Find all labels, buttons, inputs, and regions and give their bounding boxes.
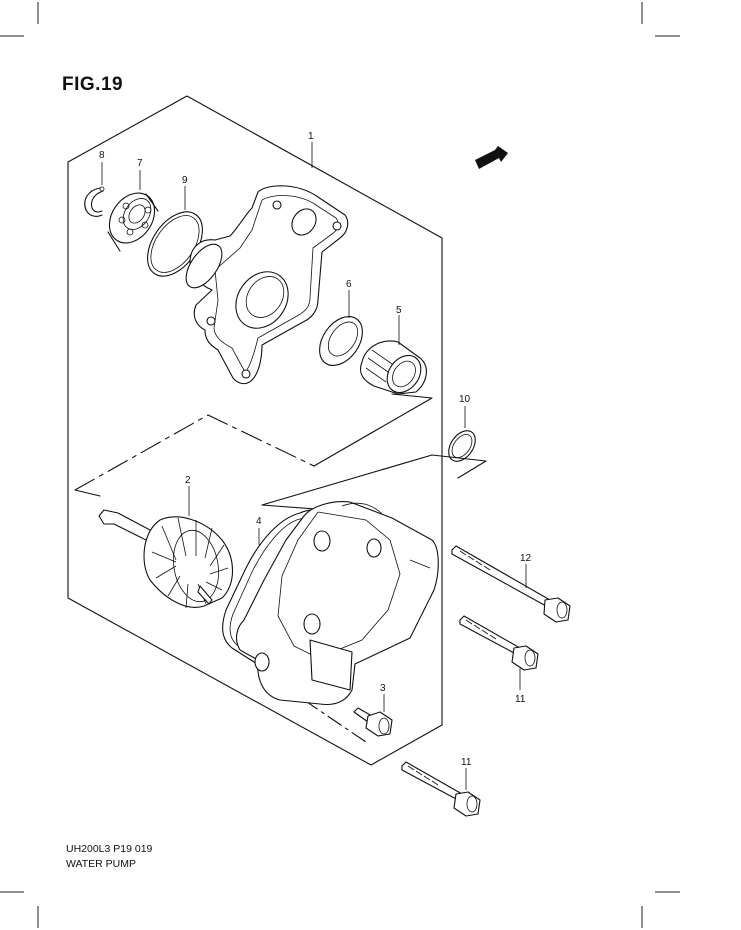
callout-11-upper: 11 — [515, 694, 526, 705]
circlip-part-8 — [84, 186, 105, 217]
callout-10: 10 — [459, 394, 471, 405]
bolt-part-3 — [353, 707, 393, 737]
callout-11-lower: 11 — [461, 757, 472, 768]
callout-7: 7 — [137, 158, 143, 169]
pump-cover — [235, 501, 439, 706]
assembly-outline — [67, 95, 487, 766]
callout-1: 1 — [308, 131, 314, 142]
callout-3: 3 — [380, 683, 386, 694]
impeller-part-2 — [98, 509, 233, 609]
callout-4: 4 — [256, 516, 262, 527]
callout-12: 12 — [520, 553, 532, 564]
callout-8: 8 — [99, 150, 105, 161]
mechanical-seal-part-5 — [359, 340, 427, 395]
o-ring-part-10 — [448, 430, 476, 462]
fwd-arrow-icon: FWD — [475, 146, 508, 169]
pump-body-part-1 — [185, 185, 349, 385]
callout-9: 9 — [182, 175, 188, 186]
assembly-name: WATER PUMP — [66, 858, 136, 870]
callout-labels: 1 2 3 4 5 6 7 8 9 10 11 11 12 — [99, 131, 532, 768]
leader-lines — [101, 142, 527, 790]
oil-seal-part-6 — [319, 316, 363, 366]
bearing-part-7 — [107, 192, 159, 252]
diagram-code: UH200L3 P19 019 — [66, 843, 153, 855]
bolt-part-11-lower — [401, 761, 481, 817]
callout-5: 5 — [396, 305, 402, 316]
callout-6: 6 — [346, 279, 352, 290]
long-bolt-part-12 — [451, 545, 571, 623]
figure-title: FIG.19 — [62, 74, 124, 95]
bolt-part-11-upper — [459, 615, 539, 671]
callout-2: 2 — [185, 475, 191, 486]
crop-marks — [0, 2, 680, 928]
